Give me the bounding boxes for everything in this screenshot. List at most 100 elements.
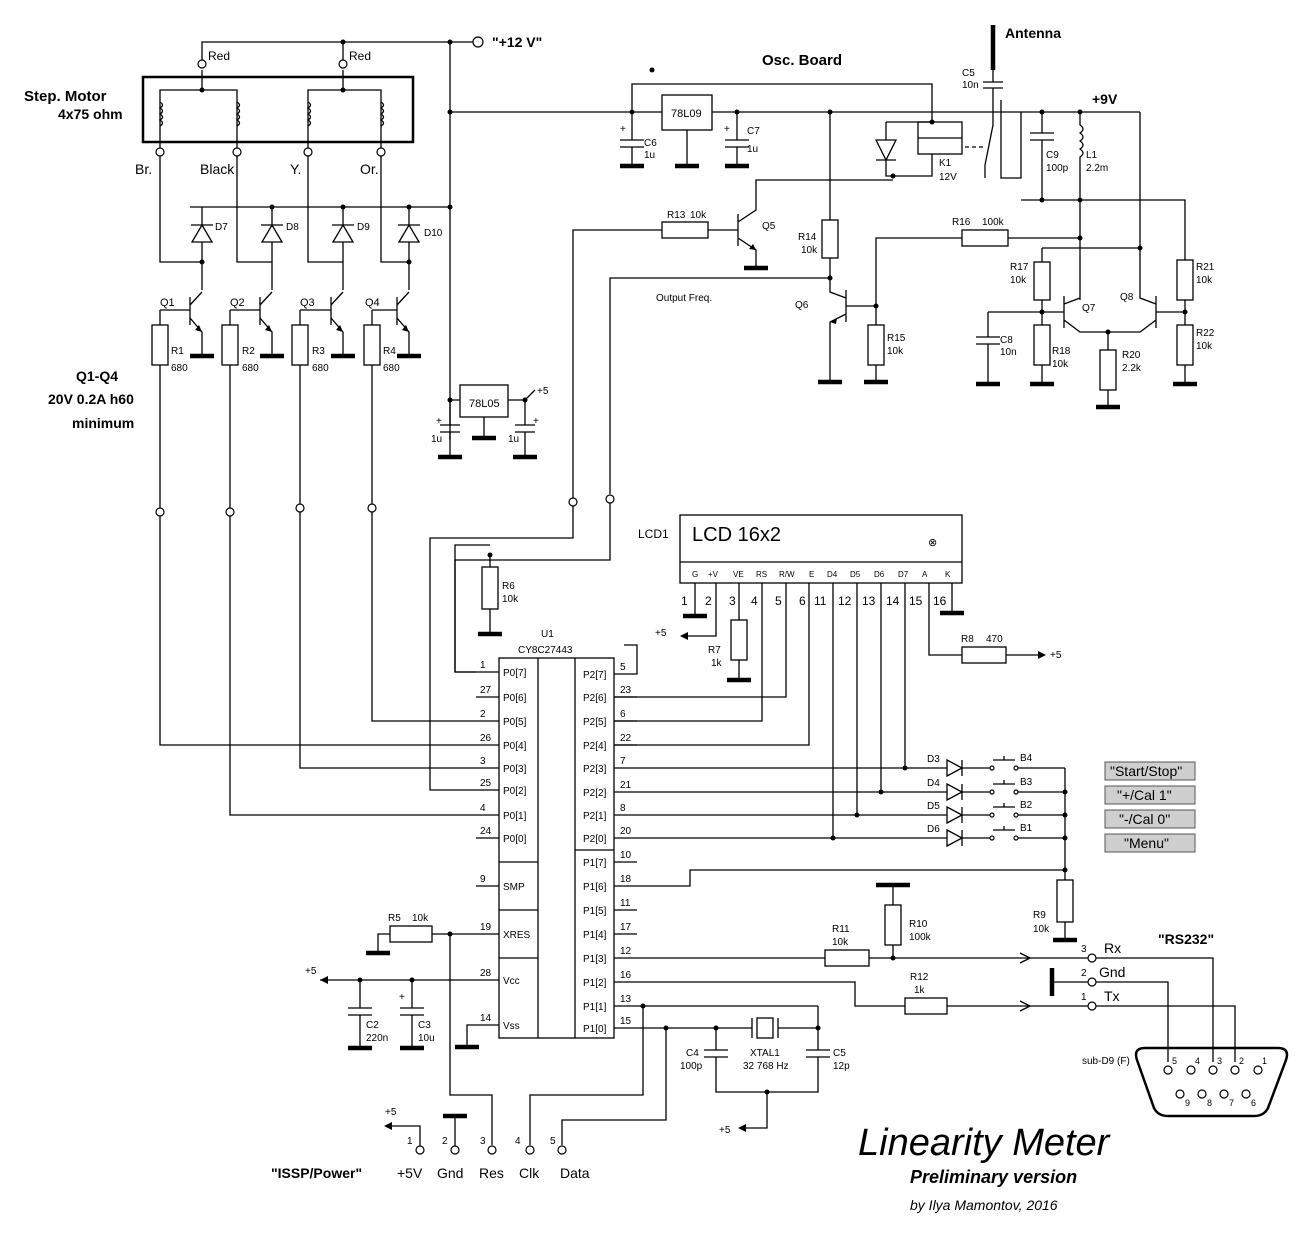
issp-pin-res: Res xyxy=(479,1165,504,1181)
q1-label: Q1 xyxy=(160,297,175,309)
r10-value: 100k xyxy=(909,932,932,943)
issp-num-5: 5 xyxy=(550,1136,556,1147)
r4-label: R4 xyxy=(383,346,396,357)
lcd-num-2: 2 xyxy=(705,594,712,608)
lcd-num-1: 1 xyxy=(681,594,688,608)
c2-label: C2 xyxy=(366,1020,379,1031)
mcu-left-pin-number: 14 xyxy=(480,1013,492,1024)
menu-button xyxy=(1104,833,1196,853)
mcu-left-pin-name: P0[0] xyxy=(503,834,527,845)
vcc-plus5-label: +5 xyxy=(305,966,317,977)
mcu-right-pin-name: P2[3] xyxy=(583,764,607,775)
svg-text:+: + xyxy=(399,992,405,1003)
c7-value: 1u xyxy=(747,144,758,155)
gnd-label: Gnd xyxy=(1099,964,1125,980)
svg-text:⊗: ⊗ xyxy=(928,537,937,549)
mcu-right-pin-number: 6 xyxy=(620,709,626,720)
osc-board: Osc. Board +9V 78L09 + C6 1u + C7 1u K1 … xyxy=(429,25,1215,791)
osc-title: Osc. Board xyxy=(762,52,842,69)
b3-label: B3 xyxy=(1020,777,1033,788)
r2-label: R2 xyxy=(242,346,255,357)
r5-label: R5 xyxy=(388,913,401,924)
c2-value: 220n xyxy=(366,1033,388,1044)
c8-value: 10n xyxy=(1000,347,1017,358)
cal1-label: "+/Cal 1" xyxy=(1117,787,1172,803)
mcu-right-pin-number: 21 xyxy=(620,780,632,791)
lcd-num-11: 11 xyxy=(814,594,827,608)
mcu-right-pin-number: 5 xyxy=(620,662,626,673)
mcu-left-pin-number: 4 xyxy=(480,803,486,814)
mcu-right-pin-name: P1[4] xyxy=(583,930,607,941)
db9-pin-number: 9 xyxy=(1185,1098,1190,1108)
mcu-right-pin-name: P1[6] xyxy=(583,882,607,893)
lcd-module: LCD1 LCD 16x2 ⊗ G +V VE RS R/W E D4 D5 D… xyxy=(614,514,1062,837)
xtal-label: XTAL1 xyxy=(750,1048,780,1059)
db9-pin-number: 7 xyxy=(1229,1098,1234,1108)
subtitle: Preliminary version xyxy=(910,1167,1077,1187)
wire-or-label: Or. xyxy=(360,161,379,177)
q8-label: Q8 xyxy=(1120,292,1134,303)
r13-label: R13 xyxy=(667,210,686,221)
mcu-right-pin-number: 7 xyxy=(620,756,626,767)
r8-value: 470 xyxy=(986,634,1003,645)
c9-label: C9 xyxy=(1046,150,1059,161)
r11-value: 10k xyxy=(832,937,849,948)
db9-pin xyxy=(1219,1089,1229,1099)
d5-label: D5 xyxy=(927,801,940,812)
r14-value: 10k xyxy=(801,245,818,256)
r21-value: 10k xyxy=(1196,275,1213,286)
lcd-num-6: 6 xyxy=(799,594,806,608)
mcu-right-pin-number: 15 xyxy=(620,1016,632,1027)
mcu-right-pin-number: 11 xyxy=(620,898,631,909)
lcd-num-13: 13 xyxy=(862,594,876,608)
l1-label: L1 xyxy=(1086,150,1098,161)
db9-pin xyxy=(1175,1089,1185,1099)
q5-label: Q5 xyxy=(762,221,776,232)
mcu-left-pin-name: XRES xyxy=(503,930,531,941)
output-freq-label: Output Freq. xyxy=(656,293,712,304)
motor-label: Step. Motor xyxy=(24,88,107,105)
issp-num-3: 3 xyxy=(480,1136,486,1147)
mcu-right-pin-number: 23 xyxy=(620,685,632,696)
k1-value: 12V xyxy=(939,172,957,183)
lcd-num-3: 3 xyxy=(729,594,736,608)
issp-plus5-label: +5 xyxy=(385,1107,397,1118)
lcd-label: LCD 16x2 xyxy=(692,524,781,546)
wire-br-label: Br. xyxy=(135,161,152,177)
db9-pin xyxy=(1230,1065,1240,1075)
regulator-5v: 78L05 +5 + 1u + 1u xyxy=(431,384,549,460)
d9-label: D9 xyxy=(357,222,370,233)
lcd-num-16: 16 xyxy=(933,594,947,608)
rs232-section: R10 100k R11 10k 3 Rx 2 Gnd R12 1k 1 Tx … xyxy=(824,882,1289,1118)
r9-label: R9 xyxy=(1033,910,1046,921)
c9-value: 100p xyxy=(1046,163,1069,174)
lcd-pin-a: A xyxy=(922,570,928,579)
c5b-label: C5 xyxy=(833,1048,846,1059)
c6-label: C6 xyxy=(644,138,657,149)
lcd-pin-rs: RS xyxy=(756,570,767,579)
r18-value: 10k xyxy=(1052,359,1069,370)
driver-stage: D7 Q1 R1 680 D8 Q2 R2 680 D9 xyxy=(48,156,476,816)
mcu-right-pin-number: 13 xyxy=(620,994,632,1005)
q-note-1: Q1-Q4 xyxy=(76,368,118,384)
r10-label: R10 xyxy=(909,919,928,930)
r6-value: 10k xyxy=(502,594,519,605)
u1-part: CY8C27443 xyxy=(518,645,573,656)
svg-text:+: + xyxy=(620,124,626,135)
c5b-value: 12p xyxy=(833,1061,850,1072)
r8-label: R8 xyxy=(961,634,974,645)
v12-label: "+12 V" xyxy=(492,34,542,50)
mcu-left-pin-number: 3 xyxy=(480,756,486,767)
lcd-num-5: 5 xyxy=(775,594,782,608)
db9-pin-number: 8 xyxy=(1207,1098,1212,1108)
q3-label: Q3 xyxy=(300,297,315,309)
lcd-num-14: 14 xyxy=(886,594,900,608)
svg-text:+: + xyxy=(724,124,730,135)
xtal-value: 32 768 Hz xyxy=(743,1061,789,1072)
lcd-ref: LCD1 xyxy=(638,527,669,541)
d8-label: D8 xyxy=(286,222,299,233)
mcu-left-pin-number: 9 xyxy=(480,874,486,885)
mcu-right-pins: 5P2[7]23P2[6]6P2[5]22P2[4]7P2[3]21P2[2]8… xyxy=(583,662,632,1035)
r17-label: R17 xyxy=(1010,262,1029,273)
